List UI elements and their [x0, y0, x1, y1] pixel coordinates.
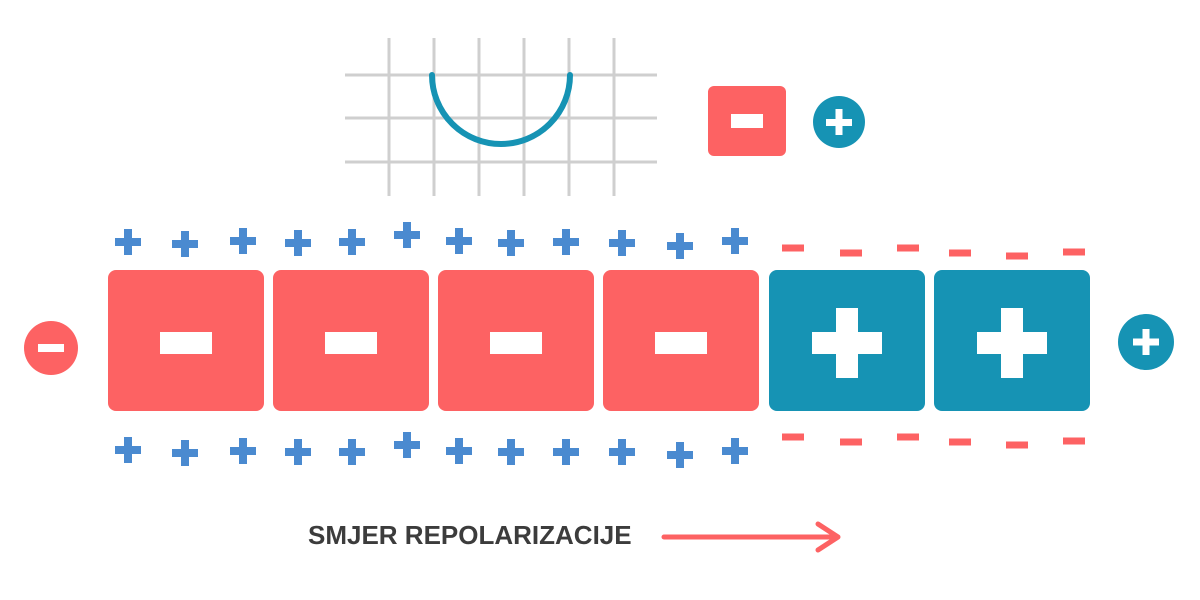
ion-minus: [1006, 441, 1028, 449]
ion-plus: [498, 439, 524, 465]
ion-plus: [115, 437, 141, 463]
ion-minus: [949, 249, 971, 257]
ion-minus: [1063, 248, 1085, 256]
ion-minus: [1063, 437, 1085, 445]
ion-plus: [115, 229, 141, 255]
ion-minus: [782, 244, 804, 252]
segment-positive: [934, 270, 1090, 411]
minus-circle-icon: [24, 321, 78, 375]
segment-negative: [108, 270, 264, 411]
ion-plus: [339, 439, 365, 465]
direction-caption: SMJER REPOLARIZACIJE: [308, 520, 632, 550]
minus-icon: [160, 332, 212, 354]
ion-plus: [667, 442, 693, 468]
minus-icon: [731, 114, 763, 128]
ion-plus: [446, 228, 472, 254]
ions-top-row: [115, 222, 1085, 260]
ion-plus: [285, 439, 311, 465]
ion-plus: [230, 228, 256, 254]
minus-icon: [490, 332, 542, 354]
ion-plus: [553, 229, 579, 255]
ion-plus: [230, 438, 256, 464]
ion-plus: [172, 231, 198, 257]
ion-plus: [553, 439, 579, 465]
legend-tile-negative: [708, 86, 786, 156]
arrow-head: [815, 521, 841, 553]
ion-plus: [172, 440, 198, 466]
ions-bottom-row: [115, 432, 1085, 468]
ion-minus: [949, 438, 971, 446]
plus-icon: [977, 308, 1047, 378]
segment-negative: [273, 270, 429, 411]
ion-plus: [609, 439, 635, 465]
ion-minus: [1006, 252, 1028, 260]
ion-minus: [840, 249, 862, 257]
electrodes: [24, 314, 1174, 375]
plus-circle-icon: [1118, 314, 1174, 370]
ion-minus: [840, 438, 862, 446]
ion-plus: [394, 432, 420, 458]
minus-icon: [325, 332, 377, 354]
ion-plus: [339, 229, 365, 255]
wave-curve: [429, 72, 573, 147]
ion-minus: [897, 244, 919, 252]
galvanometer-grid-icon: [345, 38, 657, 196]
segment-negative: [438, 270, 594, 411]
ion-plus: [722, 438, 748, 464]
segment-negative: [603, 270, 759, 411]
legend-badge-positive: [813, 96, 865, 148]
ion-minus: [897, 433, 919, 441]
plus-icon: [812, 308, 882, 378]
ion-plus: [446, 438, 472, 464]
ion-plus: [609, 230, 635, 256]
segment-positive: [769, 270, 925, 411]
legend: [708, 86, 865, 156]
ion-plus: [394, 222, 420, 248]
arrow-right-icon: [661, 521, 841, 553]
ion-plus: [722, 228, 748, 254]
ion-minus: [782, 433, 804, 441]
ion-plus: [498, 230, 524, 256]
minus-icon: [655, 332, 707, 354]
ion-plus: [285, 230, 311, 256]
ion-plus: [667, 233, 693, 259]
fiber-segments: [108, 270, 1090, 411]
